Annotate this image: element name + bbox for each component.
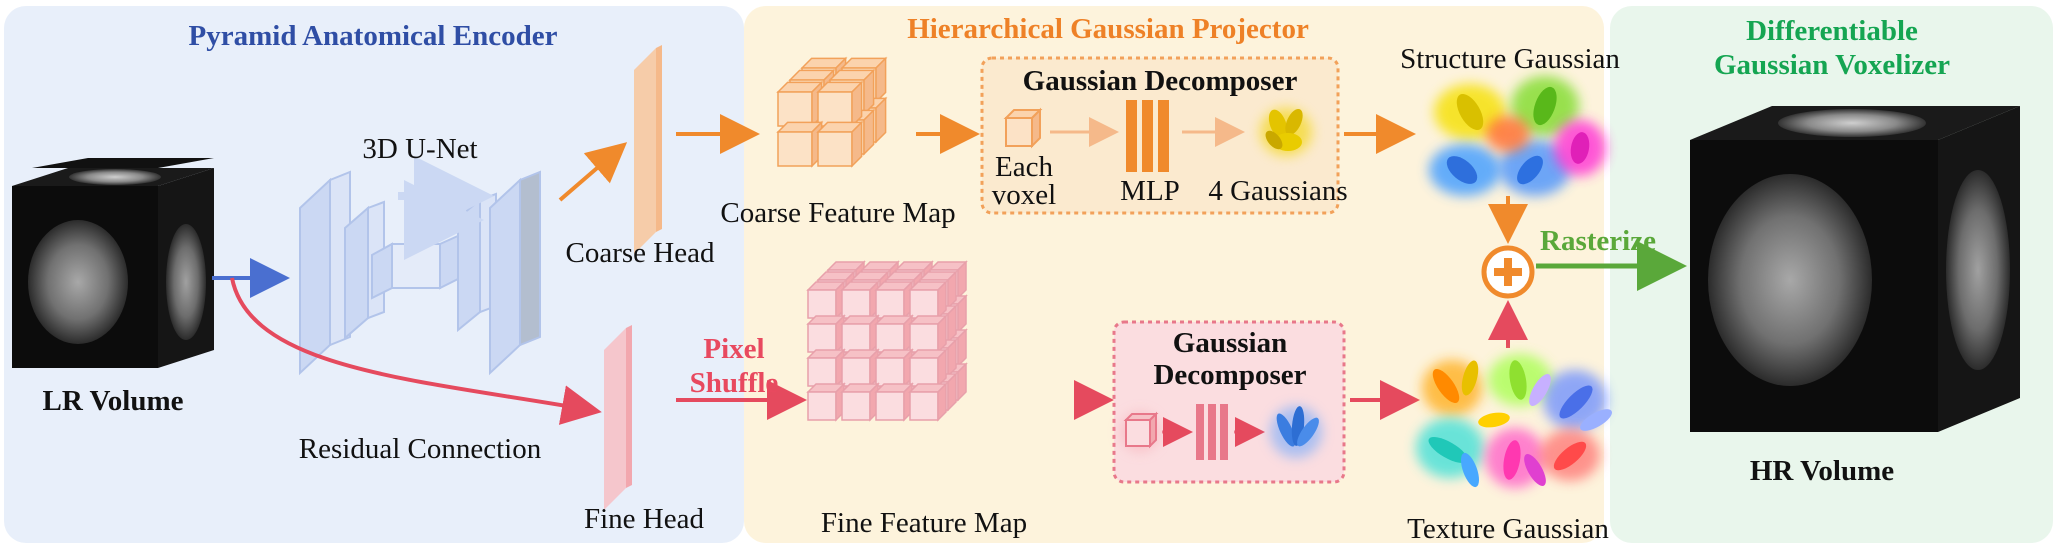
fine-head-slab (604, 325, 632, 510)
pixel-shuffle-label-line1: Pixel (703, 333, 764, 365)
coarse-map-cube (816, 80, 864, 128)
structure-gaussian-cluster (1429, 76, 1606, 196)
coarse-map-cube (776, 80, 824, 128)
residual-label: Residual Connection (299, 433, 542, 465)
fine-map-cube (874, 280, 914, 320)
texture-gaussian-label: Texture Gaussian (1407, 513, 1609, 545)
fine-map-cube (840, 382, 880, 422)
fine-feature-map (806, 260, 968, 422)
four-gaussians-icon (1260, 108, 1312, 156)
voxelizer-title-line1: Differentiable (1746, 15, 1918, 47)
fine-map-label: Fine Feature Map (821, 507, 1027, 539)
fine-map-cube (908, 382, 948, 422)
four-gaussians-label: 4 Gaussians (1208, 175, 1347, 207)
fine-head-label: Fine Head (584, 503, 704, 535)
fine-map-cube (840, 314, 880, 354)
each-voxel-label-line2: voxel (992, 179, 1056, 211)
texture-gaussian-cluster (1416, 354, 1612, 488)
fine-map-cube (908, 314, 948, 354)
decomposer-top-label: Gaussian Decomposer (1023, 65, 1298, 97)
each-voxel-label-line1: Each (995, 151, 1053, 183)
coarse-head-label: Coarse Head (566, 237, 715, 269)
rasterize-label: Rasterize (1540, 225, 1656, 257)
fine-map-cube (874, 382, 914, 422)
coarse-map-label: Coarse Feature Map (720, 197, 955, 229)
fine-map-cube (874, 314, 914, 354)
coarse-head-slab (634, 45, 662, 254)
hr-volume-label: HR Volume (1750, 455, 1894, 487)
fine-map-cube (908, 348, 948, 388)
mlp-icon (1126, 100, 1169, 172)
lr-volume-cube (12, 158, 214, 368)
fine-map-cube (806, 314, 846, 354)
fine-map-cube (908, 280, 948, 320)
mlp-label: MLP (1120, 175, 1180, 207)
plus-node (1481, 245, 1535, 299)
unet-label: 3D U-Net (362, 133, 477, 165)
pixel-shuffle-label-line2: Shuffle (690, 367, 779, 399)
projector-title: Hierarchical Gaussian Projector (907, 13, 1309, 45)
fine-map-cube (840, 280, 880, 320)
lr-volume-label: LR Volume (42, 385, 183, 417)
fine-voxel-cube-icon (1120, 411, 1160, 452)
unet-to-coarse-arrow (558, 142, 628, 202)
voxelizer-title-line2: Gaussian Voxelizer (1714, 49, 1950, 81)
fine-map-cube (840, 348, 880, 388)
fine-map-cube (806, 382, 846, 422)
coarse-map-cube (816, 120, 864, 168)
fine-map-cube (874, 348, 914, 388)
voxel-cube-icon (1003, 107, 1043, 149)
hr-volume-cube (1690, 106, 2020, 432)
fine-map-cube (806, 348, 846, 388)
structure-gaussian-label: Structure Gaussian (1400, 43, 1620, 75)
decomposer-bottom-label-line1: Gaussian (1173, 327, 1287, 359)
fine-gaussians-icon (1270, 406, 1322, 458)
residual-connection-arrow (230, 277, 602, 425)
decomposer-bottom-label-line2: Decomposer (1153, 359, 1306, 391)
coarse-feature-map (776, 56, 888, 168)
fine-mlp-icon (1196, 404, 1228, 460)
coarse-map-cube (776, 120, 824, 168)
fine-map-cube (806, 280, 846, 320)
encoder-title: Pyramid Anatomical Encoder (189, 20, 558, 52)
unet-icon (299, 156, 541, 376)
